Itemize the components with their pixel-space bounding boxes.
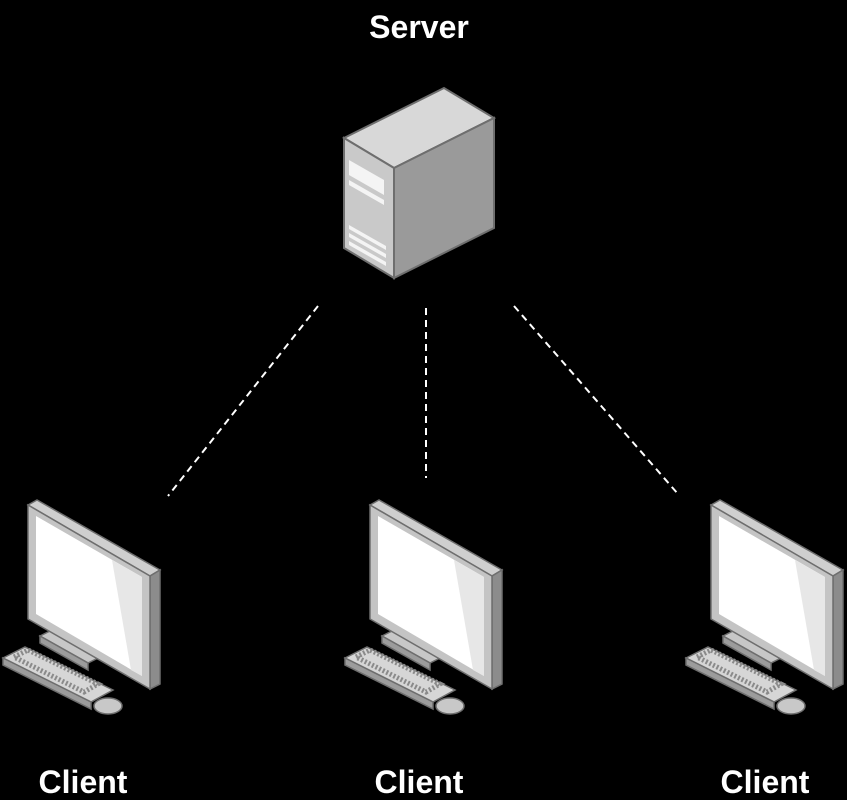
client-label: Client	[374, 764, 464, 800]
server-label: Server	[369, 9, 469, 45]
client-computer-icon-2	[686, 500, 843, 714]
server-icon	[343, 87, 495, 279]
client-label: Client	[720, 764, 810, 800]
connection-line-right	[513, 305, 679, 495]
client-computer-icon-1	[345, 500, 502, 714]
client-computer-icon-0	[3, 500, 160, 714]
connection-line-left	[167, 305, 319, 497]
client-label: Client	[38, 764, 128, 800]
